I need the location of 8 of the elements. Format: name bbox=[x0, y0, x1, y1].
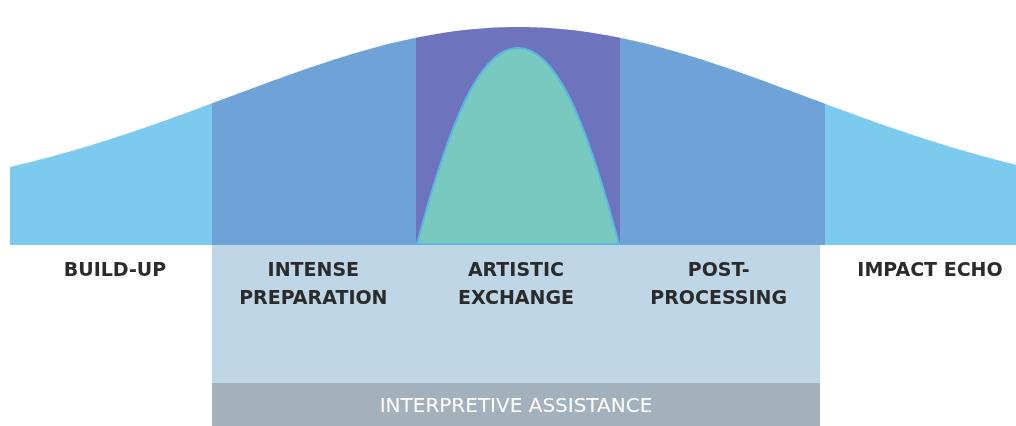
phase-panel bbox=[212, 245, 820, 426]
bar-label: INTERPRETIVE ASSISTANCE bbox=[378, 392, 654, 419]
phase-label: IMPACT ECHO bbox=[856, 257, 1004, 282]
phase-label: ARTISTIC EXCHANGE bbox=[457, 257, 575, 310]
phase-label: BUILD-UP bbox=[62, 257, 168, 282]
label-bar bbox=[212, 383, 820, 426]
phase-label: POST-PROCESSING bbox=[649, 257, 788, 310]
phase-label: INTENSE PREPARATION bbox=[238, 257, 389, 310]
